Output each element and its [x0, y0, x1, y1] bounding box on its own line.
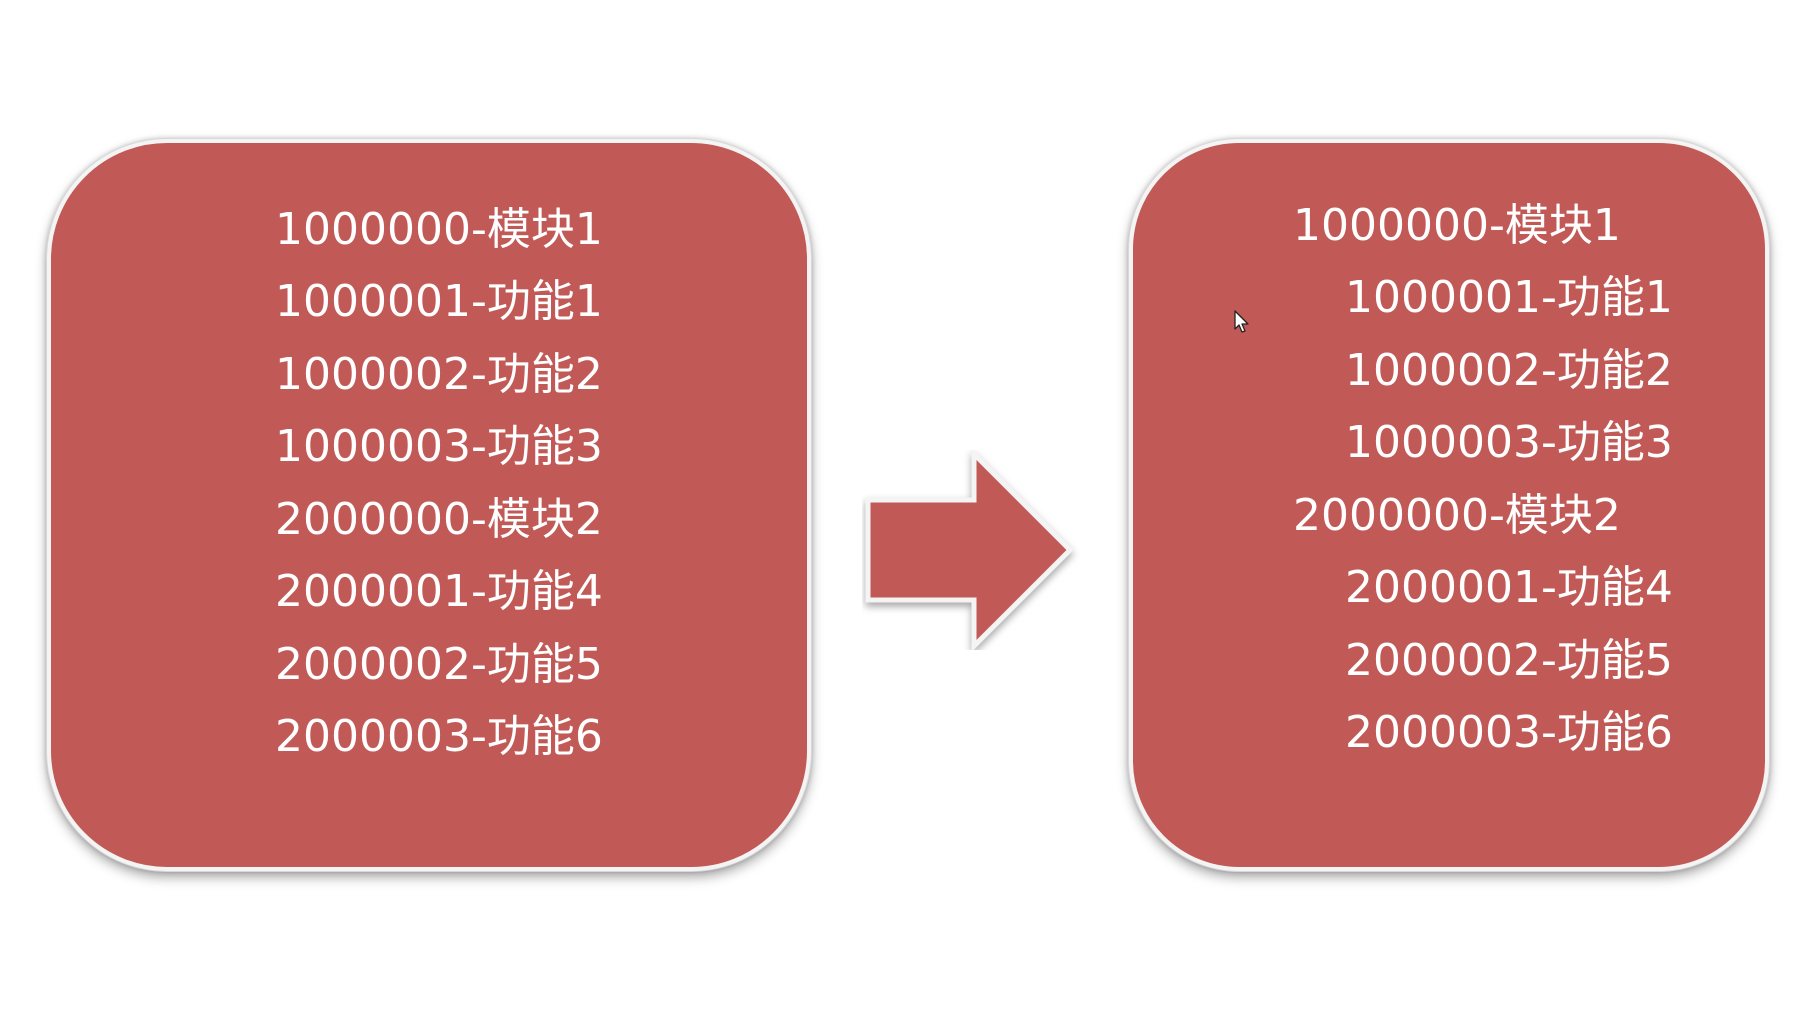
right-list-module: 2000000-模块2 — [1293, 490, 1621, 541]
flat-list-box — [47, 139, 811, 871]
right-list-function: 2000003-功能6 — [1345, 707, 1673, 758]
right-list-module: 1000000-模块1 — [1293, 200, 1621, 251]
hierarchical-list-box — [1129, 139, 1769, 871]
right-list-function: 1000003-功能3 — [1345, 417, 1673, 468]
right-arrow-icon — [865, 450, 1074, 650]
mouse-cursor-icon — [1234, 310, 1249, 333]
left-list-item: 2000001-功能4 — [275, 566, 603, 617]
right-list-function: 2000002-功能5 — [1345, 635, 1673, 686]
left-list-item: 1000003-功能3 — [275, 421, 603, 472]
left-list-item: 1000000-模块1 — [275, 204, 603, 255]
left-list-item: 2000003-功能6 — [275, 711, 603, 762]
left-list-item: 2000002-功能5 — [275, 639, 603, 690]
right-list-function: 1000002-功能2 — [1345, 345, 1673, 396]
right-list-function: 2000001-功能4 — [1345, 562, 1673, 613]
left-list-item: 1000001-功能1 — [275, 276, 603, 327]
left-list-item: 1000002-功能2 — [275, 349, 603, 400]
right-list-function: 1000001-功能1 — [1345, 272, 1673, 323]
left-list-item: 2000000-模块2 — [275, 494, 603, 545]
